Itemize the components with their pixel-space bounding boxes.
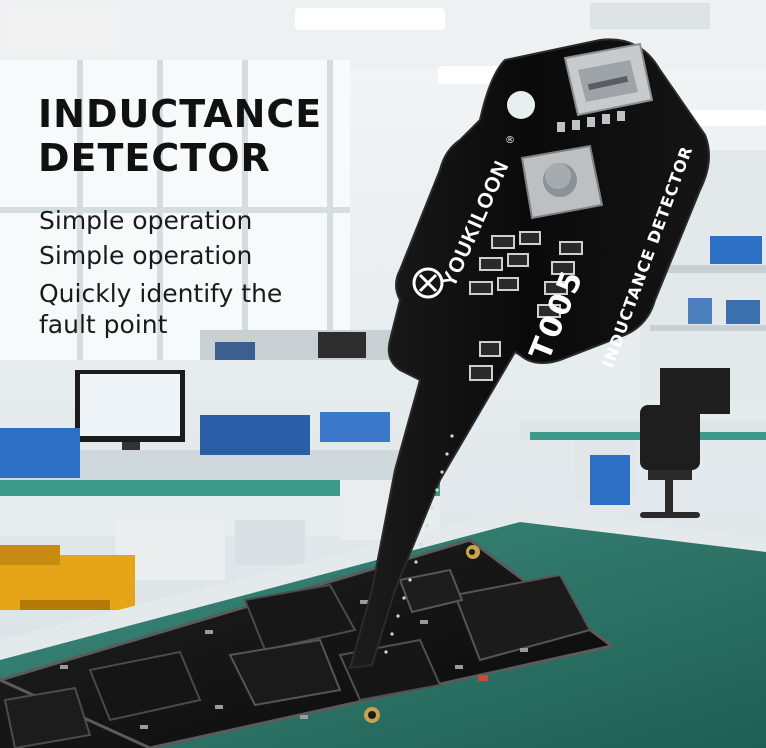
feature-line-1: Simple operation [39,206,253,235]
feature-line-2: Simple operation [39,241,253,270]
blurred-watermark [8,8,120,52]
feature-line-4: fault point [39,310,168,339]
feature-line-3: Quickly identify the [39,279,283,308]
headline-line-2: DETECTOR [38,136,271,180]
inductance-detector-device [348,38,710,670]
headline-line-1: INDUCTANCE [38,92,323,136]
headline: INDUCTANCE DETECTOR [38,92,322,180]
device-registered-mark: ® [505,135,515,146]
brand-logo-icon [412,267,444,299]
